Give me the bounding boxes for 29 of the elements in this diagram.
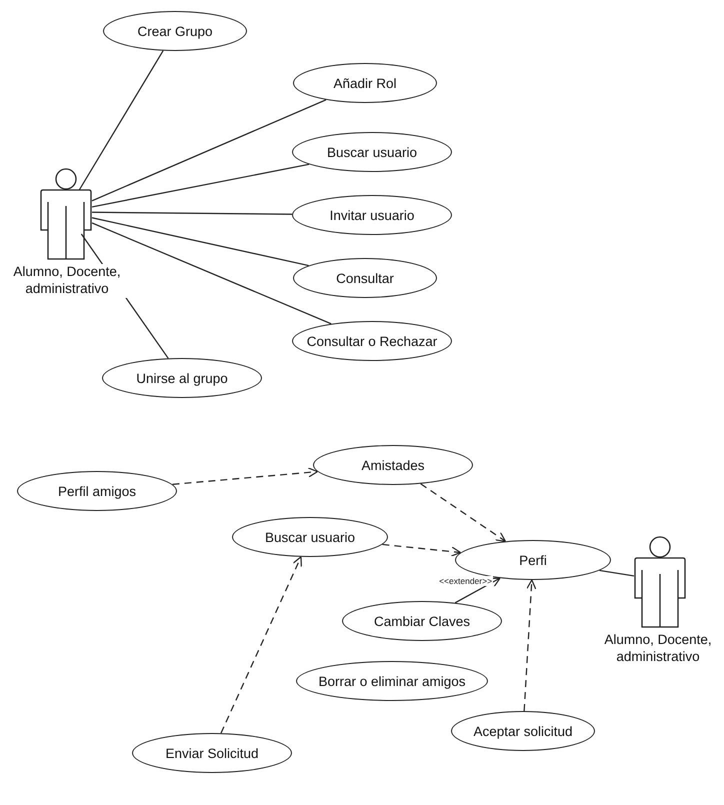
dependency-arrow [172, 467, 318, 485]
association-line [78, 50, 164, 190]
use-case-name: Consultar [336, 270, 394, 286]
use-case-name: Borrar o eliminar amigos [318, 674, 466, 688]
dependency-arrow [220, 556, 302, 734]
association-line [92, 222, 332, 324]
association-line [92, 217, 309, 266]
use-case-name: Buscar usuario [326, 144, 418, 160]
use-case-name: Invitar usuario [330, 208, 414, 222]
use-case-name: Perfi [519, 552, 547, 568]
use-case-name: Consultar o Rechazar [306, 334, 438, 348]
association-line [92, 99, 326, 202]
edge-label: <<extender>> [438, 576, 494, 586]
use-case-name: Unirse al grupo [136, 370, 228, 386]
use-case-name: Cambiar Claves [374, 614, 470, 628]
dependency-arrow [382, 544, 462, 557]
dependency-arrow [454, 578, 501, 604]
association-line [599, 570, 634, 576]
use-case-name: Buscar usuario [264, 530, 356, 544]
use-case-name: Crear Grupo [137, 24, 213, 38]
association-line [92, 164, 310, 208]
use-case-name: Amistades [361, 458, 425, 472]
association-line [92, 212, 292, 215]
dependency-arrow [420, 483, 506, 542]
use-case-name: Enviar Solicitud [165, 746, 259, 760]
use-case-name: Perfil amigos [58, 484, 136, 498]
dependency-arrow [524, 579, 536, 712]
use-case-name: Aceptar solicitud [473, 724, 573, 738]
use-case-name: Añadir Rol [333, 76, 397, 90]
